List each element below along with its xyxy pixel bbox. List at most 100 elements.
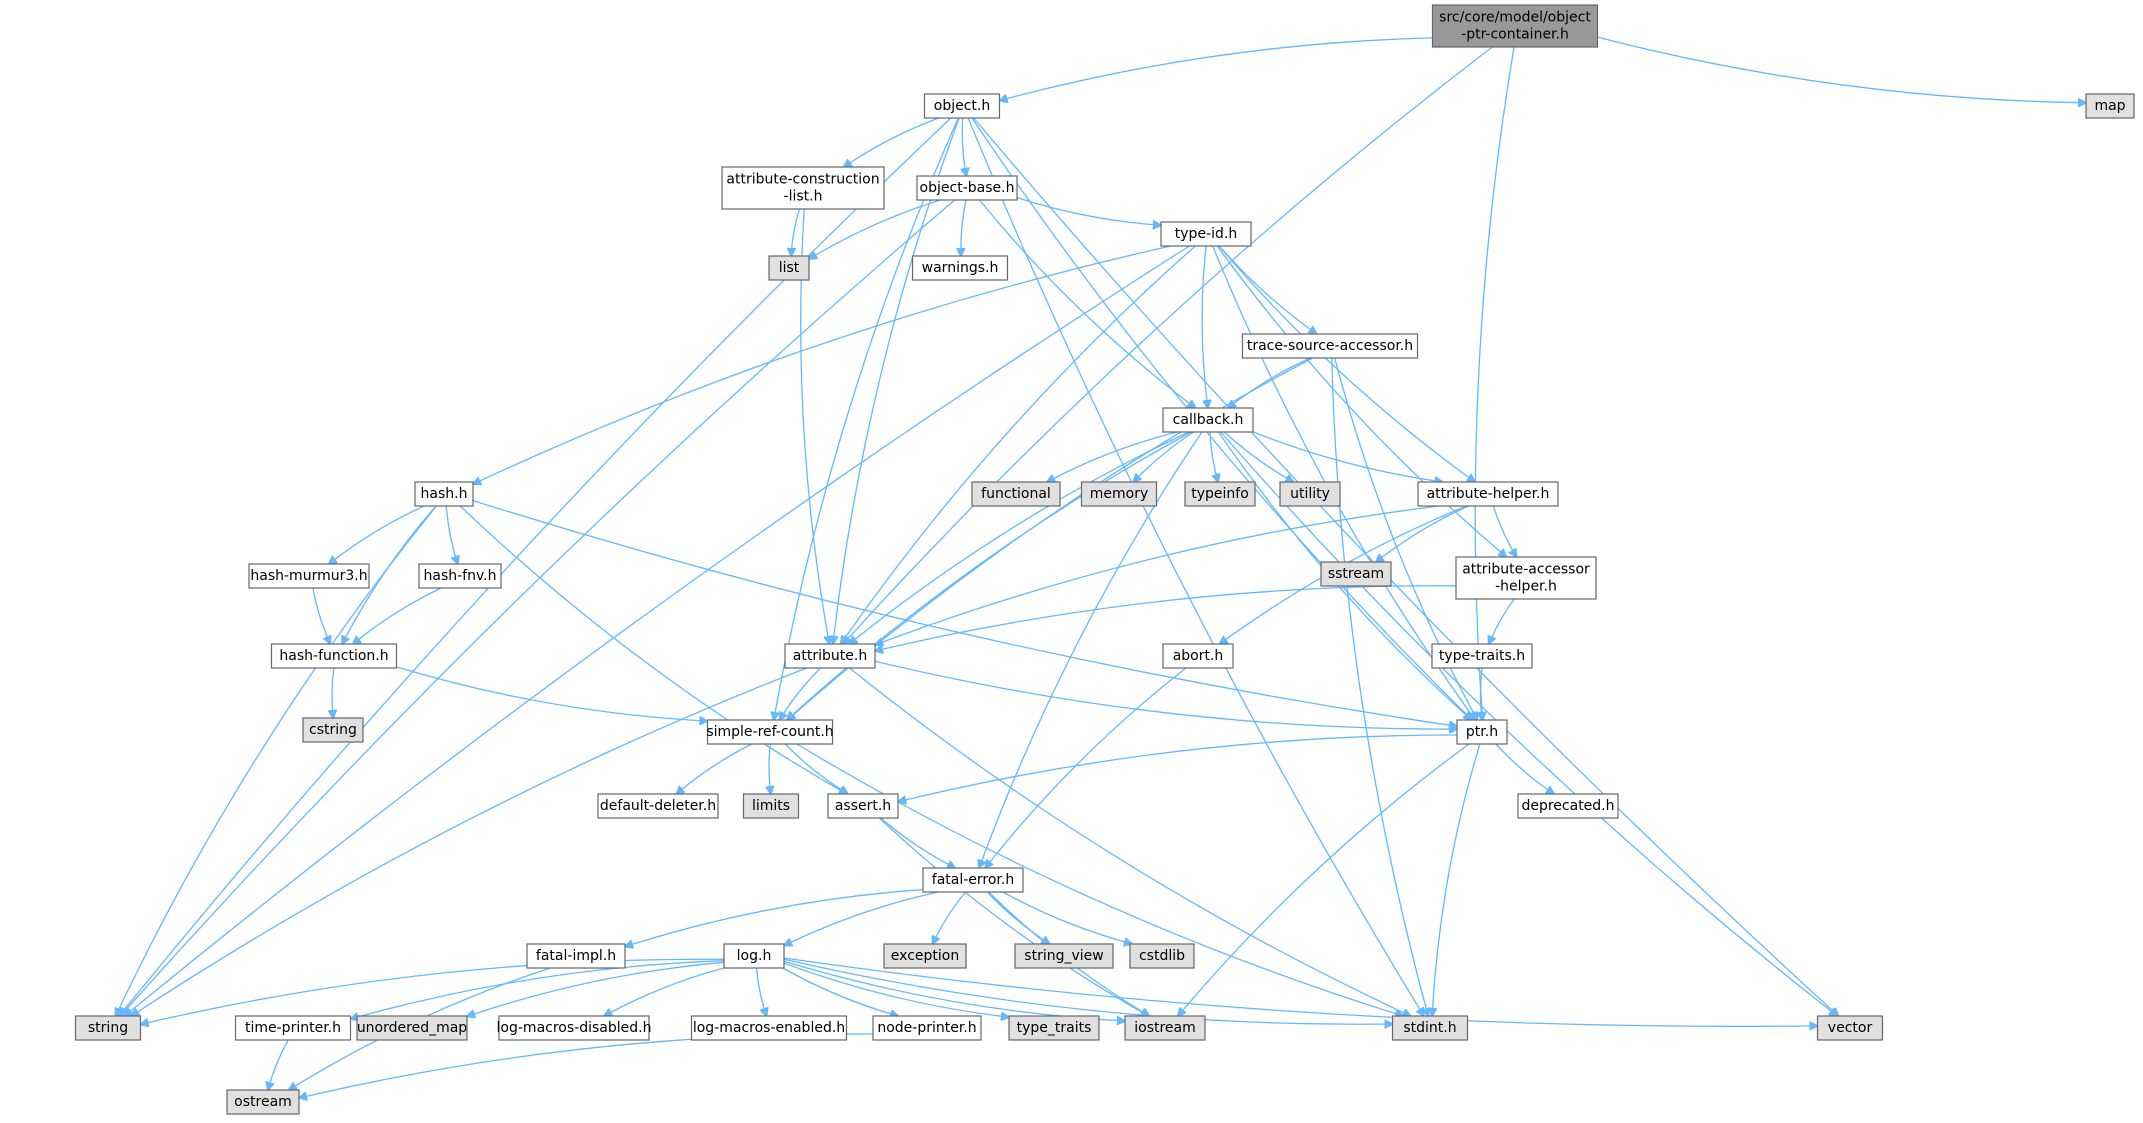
edge-ptr-to-assert xyxy=(898,734,1458,802)
node-logenabled[interactable]: log-macros-enabled.h xyxy=(690,1015,848,1041)
node-label: type-traits.h xyxy=(1439,648,1525,664)
node-label: object-base.h xyxy=(920,180,1015,196)
edge-object-to-vector xyxy=(973,117,1839,1016)
edge-abort-to-fatalerror xyxy=(985,667,1187,868)
edge-hashfunc-to-simpleref xyxy=(396,666,708,721)
node-typetraitsh[interactable]: type-traits.h xyxy=(1431,643,1533,669)
node-box-exception xyxy=(883,943,967,969)
node-label: type-id.h xyxy=(1175,226,1237,242)
edge-log-to-string xyxy=(141,958,725,1024)
edge-ptr-to-stdint xyxy=(1432,743,1481,1016)
node-limits: limits xyxy=(742,793,800,819)
node-box-murmur xyxy=(248,563,370,589)
edge-typeid-to-attrhelper xyxy=(1218,245,1475,482)
node-attraccessor[interactable]: attribute-accessor-helper.h xyxy=(1455,556,1597,600)
edge-hash-to-murmur xyxy=(329,505,425,564)
node-assert[interactable]: assert.h xyxy=(827,793,899,819)
node-label: assert.h xyxy=(835,798,891,814)
edge-callback-to-memory xyxy=(1133,431,1194,482)
node-box-assert xyxy=(827,793,899,819)
node-deprecated[interactable]: deprecated.h xyxy=(1517,793,1619,819)
node-label: string xyxy=(88,1020,128,1036)
node-logdisabled[interactable]: log-macros-disabled.h xyxy=(497,1015,652,1041)
node-simpleref[interactable]: simple-ref-count.h xyxy=(706,719,834,745)
edge-log-to-unorderedmap xyxy=(467,961,725,1016)
edge-attraccessor-to-typetraitsh xyxy=(1489,598,1515,644)
edge-hash-to-string xyxy=(116,505,437,1016)
edge-attribute-to-ptr xyxy=(874,660,1457,729)
edge-fnv-to-hashfunc xyxy=(353,587,442,644)
node-hash[interactable]: hash.h xyxy=(414,481,474,507)
node-box-unorderedmap xyxy=(356,1015,468,1041)
node-box-stdint xyxy=(1391,1015,1469,1041)
node-label: object.h xyxy=(934,98,990,114)
edge-typeid-to-hash xyxy=(473,245,1171,484)
node-box-logdisabled xyxy=(498,1015,650,1041)
node-root[interactable]: src/core/model/object-ptr-container.h xyxy=(1431,4,1599,48)
node-label: typeinfo xyxy=(1191,486,1249,502)
edge-tracesrc-to-stdint xyxy=(1331,357,1428,1016)
edge-fatalerror-to-cstdlib xyxy=(1002,891,1132,944)
node-label: cstdlib xyxy=(1139,948,1185,964)
edge-tracesrc-to-ptr xyxy=(1334,357,1478,720)
node-box-ostream xyxy=(226,1089,300,1115)
edge-objbase-to-typeid xyxy=(1016,196,1161,226)
edge-fatalerror-to-exception xyxy=(933,891,966,944)
node-label: attribute-accessor xyxy=(1462,562,1590,578)
node-nodeprinter[interactable]: node-printer.h xyxy=(872,1015,982,1041)
node-fatalerror[interactable]: fatal-error.h xyxy=(922,867,1024,893)
node-label: sstream xyxy=(1328,566,1384,582)
edge-callback-to-utility xyxy=(1224,431,1294,482)
node-tracesrc[interactable]: trace-source-accessor.h xyxy=(1241,333,1419,359)
node-box-vector xyxy=(1816,1015,1884,1041)
edge-typetraitsh-to-ptr xyxy=(1480,667,1482,720)
node-box-limits xyxy=(742,793,800,819)
node-cstring: cstring xyxy=(302,717,364,743)
edge-attribute-to-stdint xyxy=(848,667,1410,1016)
node-box-list xyxy=(768,255,810,281)
node-defdeleter[interactable]: default-deleter.h xyxy=(597,793,719,819)
node-box-attraccessor xyxy=(1455,556,1597,600)
edge-attraccessor-to-attribute xyxy=(875,585,1457,651)
node-label: deprecated.h xyxy=(1521,798,1614,814)
node-hashfunc[interactable]: hash-function.h xyxy=(270,643,398,669)
edge-assert-to-fatalerror xyxy=(880,817,955,868)
node-typeid[interactable]: type-id.h xyxy=(1160,221,1252,247)
edge-callback-to-vector xyxy=(1220,431,1838,1016)
node-label: fatal-impl.h xyxy=(536,948,616,964)
node-fnv[interactable]: hash-fnv.h xyxy=(418,563,502,589)
node-callback[interactable]: callback.h xyxy=(1162,407,1254,433)
node-attribute[interactable]: attribute.h xyxy=(784,643,876,669)
node-functional: functional xyxy=(971,481,1061,507)
node-label: abort.h xyxy=(1173,648,1224,664)
edge-objbase-to-callback xyxy=(978,199,1196,408)
node-ptr[interactable]: ptr.h xyxy=(1456,719,1508,745)
edge-timeprinter-to-ostream xyxy=(268,1039,289,1090)
node-label: hash-function.h xyxy=(279,648,388,664)
edge-ptr-to-iostream xyxy=(1178,743,1470,1016)
node-box-fnv xyxy=(418,563,502,589)
node-box-typeinfo xyxy=(1184,481,1256,507)
node-label: fatal-error.h xyxy=(932,872,1014,888)
node-object[interactable]: object.h xyxy=(923,93,1001,119)
node-attrhelper[interactable]: attribute-helper.h xyxy=(1417,481,1559,507)
node-box-abort xyxy=(1162,643,1234,669)
node-abort[interactable]: abort.h xyxy=(1162,643,1234,669)
node-sstream: sstream xyxy=(1320,561,1392,587)
node-warnings[interactable]: warnings.h xyxy=(911,255,1009,281)
node-box-callback xyxy=(1162,407,1254,433)
node-box-iostream xyxy=(1124,1015,1206,1041)
edge-root-to-attribute xyxy=(843,46,1493,644)
node-attrconst[interactable]: attribute-construction-list.h xyxy=(721,166,885,210)
node-label: default-deleter.h xyxy=(600,798,716,814)
node-label: vector xyxy=(1828,1020,1873,1036)
node-box-simpleref xyxy=(706,719,834,745)
node-murmur[interactable]: hash-murmur3.h xyxy=(248,563,370,589)
node-fatalimpl[interactable]: fatal-impl.h xyxy=(526,943,626,969)
node-timeprinter[interactable]: time-printer.h xyxy=(234,1015,352,1041)
edge-tracesrc-to-callback xyxy=(1228,357,1311,408)
node-iostream: iostream xyxy=(1124,1015,1206,1041)
node-objbase[interactable]: object-base.h xyxy=(916,175,1018,201)
node-log[interactable]: log.h xyxy=(723,943,785,969)
